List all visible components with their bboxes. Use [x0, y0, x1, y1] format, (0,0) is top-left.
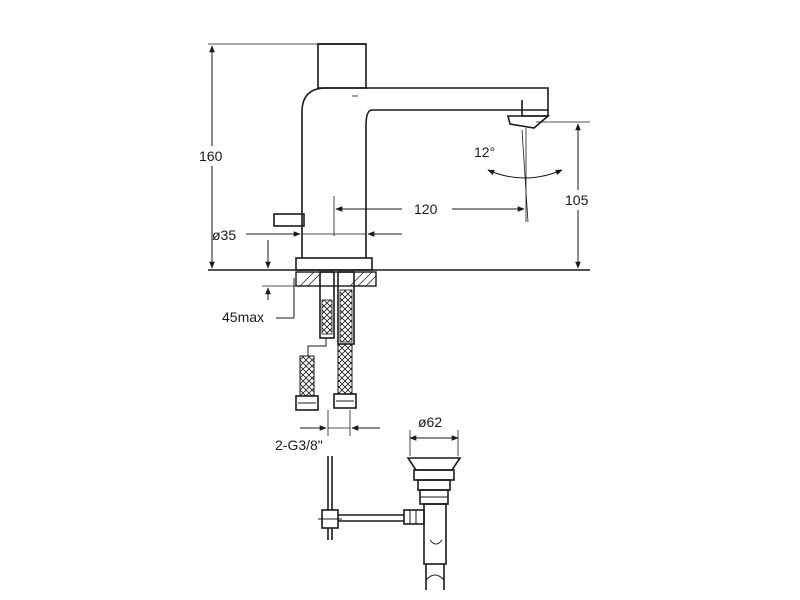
label-spout-reach: 120: [414, 201, 438, 217]
dim-spout-height: [536, 121, 596, 269]
dim-height-total: [198, 43, 318, 269]
dim-body-diameter: [246, 222, 402, 250]
label-spout-angle: 12°: [474, 144, 495, 160]
dim-max-thickness: [262, 240, 296, 319]
faucet-body: [273, 43, 551, 271]
label-max-thickness: 45max: [222, 309, 264, 325]
fixing-assembly: [295, 271, 377, 345]
label-body-diameter: ø35: [212, 227, 236, 243]
flexible-hose-right: [333, 343, 357, 409]
dim-connection: [300, 410, 380, 436]
pop-up-waste: [403, 430, 462, 590]
pop-up-linkage-rod: [318, 456, 404, 540]
label-height-total: 160: [199, 148, 223, 164]
label-spout-height: 105: [565, 192, 589, 208]
dim-spout-angle: [487, 129, 563, 223]
label-connection: 2-G3/8": [275, 437, 323, 453]
dim-spout-reach: [333, 128, 527, 236]
flexible-hose-left: [295, 338, 327, 411]
label-waste-diameter: ø62: [418, 414, 442, 430]
